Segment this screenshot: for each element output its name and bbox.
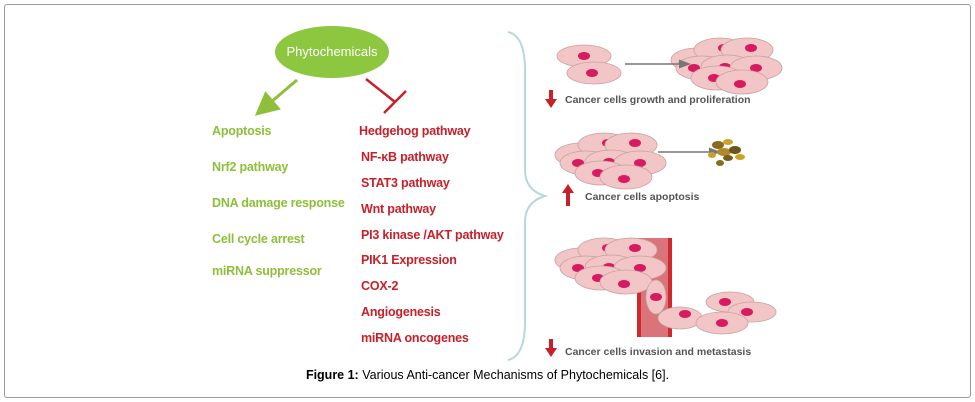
cancer-cell — [645, 279, 667, 315]
inhibition-arrow — [365, 78, 407, 114]
activated-item: Cell cycle arrest — [212, 232, 305, 246]
activated-item: Apoptosis — [212, 124, 272, 138]
cancer-cell — [657, 306, 703, 330]
inhibited-item: PIK1 Expression — [361, 253, 457, 267]
inhibited-item: Hedgehog pathway — [359, 124, 471, 138]
effect-label: Cancer cells apoptosis — [585, 191, 700, 203]
activated-item: miRNA suppressor — [212, 264, 322, 278]
effect-label: Cancer cells growth and proliferation — [565, 94, 751, 106]
figure-caption: Figure 1: Various Anti-cancer Mechanisms… — [0, 368, 975, 382]
caption-text: Various Anti-cancer Mechanisms of Phytoc… — [358, 368, 670, 382]
activated-item: Nrf2 pathway — [212, 160, 289, 174]
activation-arrow — [254, 78, 298, 116]
cancer-cell — [566, 61, 622, 85]
inhibited-item: STAT3 pathway — [361, 176, 450, 190]
inhibited-item: miRNA oncogenes — [361, 331, 469, 345]
inhibited-item: Wnt pathway — [361, 202, 436, 216]
inhibited-item: Angiogenesis — [361, 305, 441, 319]
cancer-cell — [715, 69, 769, 95]
figure-frame — [4, 4, 971, 398]
phytochemicals-node — [275, 26, 389, 78]
arrow-up-icon — [562, 184, 574, 206]
arrow-down-icon — [545, 339, 557, 357]
cancer-cell — [695, 311, 749, 335]
inhibited-item: COX-2 — [361, 279, 399, 293]
apoptotic-debris — [708, 139, 745, 166]
brace — [507, 31, 549, 361]
inhibited-item: NF-κB pathway — [361, 150, 449, 164]
caption-prefix: Figure 1: — [305, 368, 359, 382]
cancer-cell — [599, 269, 653, 295]
effect-label: Cancer cells invasion and metastasis — [565, 346, 752, 358]
cancer-cell — [556, 44, 612, 68]
activated-item: DNA damage response — [212, 196, 345, 210]
arrow-down-icon — [545, 90, 557, 108]
inhibited-item: PI3 kinase /AKT pathway — [361, 228, 504, 242]
cancer-cell — [599, 164, 653, 190]
phytochemicals-label: Phytochemicals — [286, 44, 378, 59]
